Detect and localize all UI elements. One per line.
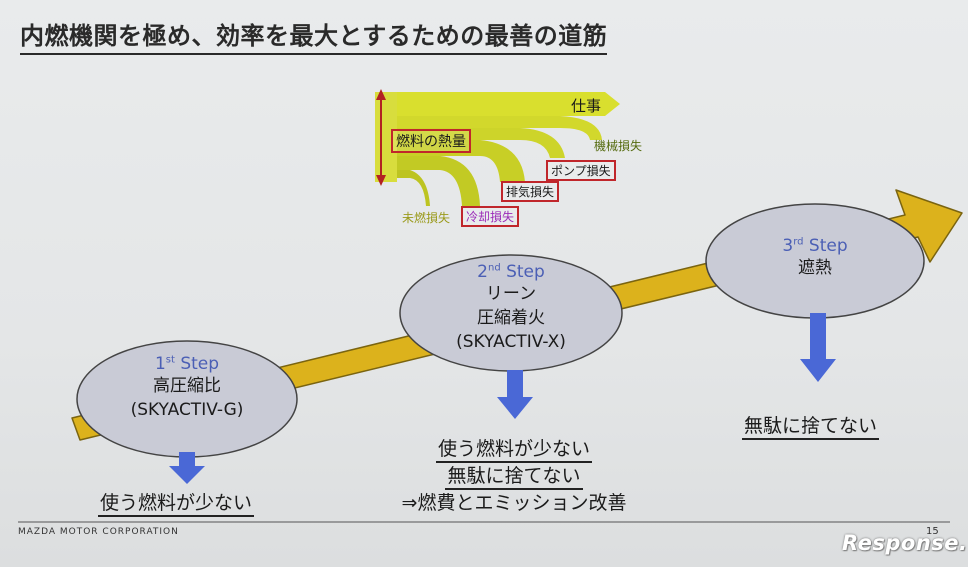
slide-title: 内燃機関を極め、効率を最大とするための最善の道筋 <box>20 16 608 55</box>
step1-line: 高圧縮比 <box>153 376 221 396</box>
watermark-logo: Response. <box>842 531 968 555</box>
step1-down-arrow <box>169 452 205 484</box>
step3-result: 無駄に捨てない <box>742 411 880 440</box>
work-label: 仕事 <box>571 97 602 115</box>
company-name: MAZDA MOTOR CORPORATION <box>18 527 179 537</box>
exhaust-loss-label: 排気損失 <box>501 181 560 202</box>
step2-content: 2nd Step リーン 圧縮着火 (SKYACTIV-X) <box>401 262 621 354</box>
step2-result: 使う燃料が少ない <box>435 438 592 463</box>
step2-result: ⇒燃費とエミッション改善 <box>401 492 627 514</box>
step1-line: (SKYACTIV-G) <box>130 400 244 420</box>
pump-loss-label: ポンプ損失 <box>546 160 616 181</box>
step3-line: 遮熱 <box>798 258 832 278</box>
step3-content: 3rd Step 遮熱 <box>705 236 925 280</box>
step3-title: 3rd Step <box>782 236 848 256</box>
step1-result: 使う燃料が少ない <box>98 488 255 517</box>
step2-result: 無駄に捨てない <box>445 465 583 490</box>
page-number: 15 <box>926 526 939 537</box>
step1-content: 1st Step 高圧縮比 (SKYACTIV-G) <box>77 354 297 422</box>
energy-sankey <box>375 89 620 206</box>
step1-title: 1st Step <box>154 354 220 374</box>
mechanical-loss-label: 機械損失 <box>594 139 643 153</box>
unburned-loss-label: 未燃損失 <box>402 211 451 225</box>
step2-title: 2nd Step <box>477 262 545 282</box>
fuel-heat-label: 燃料の熱量 <box>391 129 471 153</box>
step2-line: 圧縮着火 <box>477 308 545 328</box>
step2-line: (SKYACTIV-X) <box>456 332 566 352</box>
step3-down-arrow <box>800 313 836 382</box>
step2-down-arrow <box>497 370 533 419</box>
step2-results: 使う燃料が少ない 無駄に捨てない ⇒燃費とエミッション改善 <box>384 436 644 517</box>
cooling-loss-label: 冷却損失 <box>461 206 520 227</box>
step2-line: リーン <box>485 284 537 304</box>
